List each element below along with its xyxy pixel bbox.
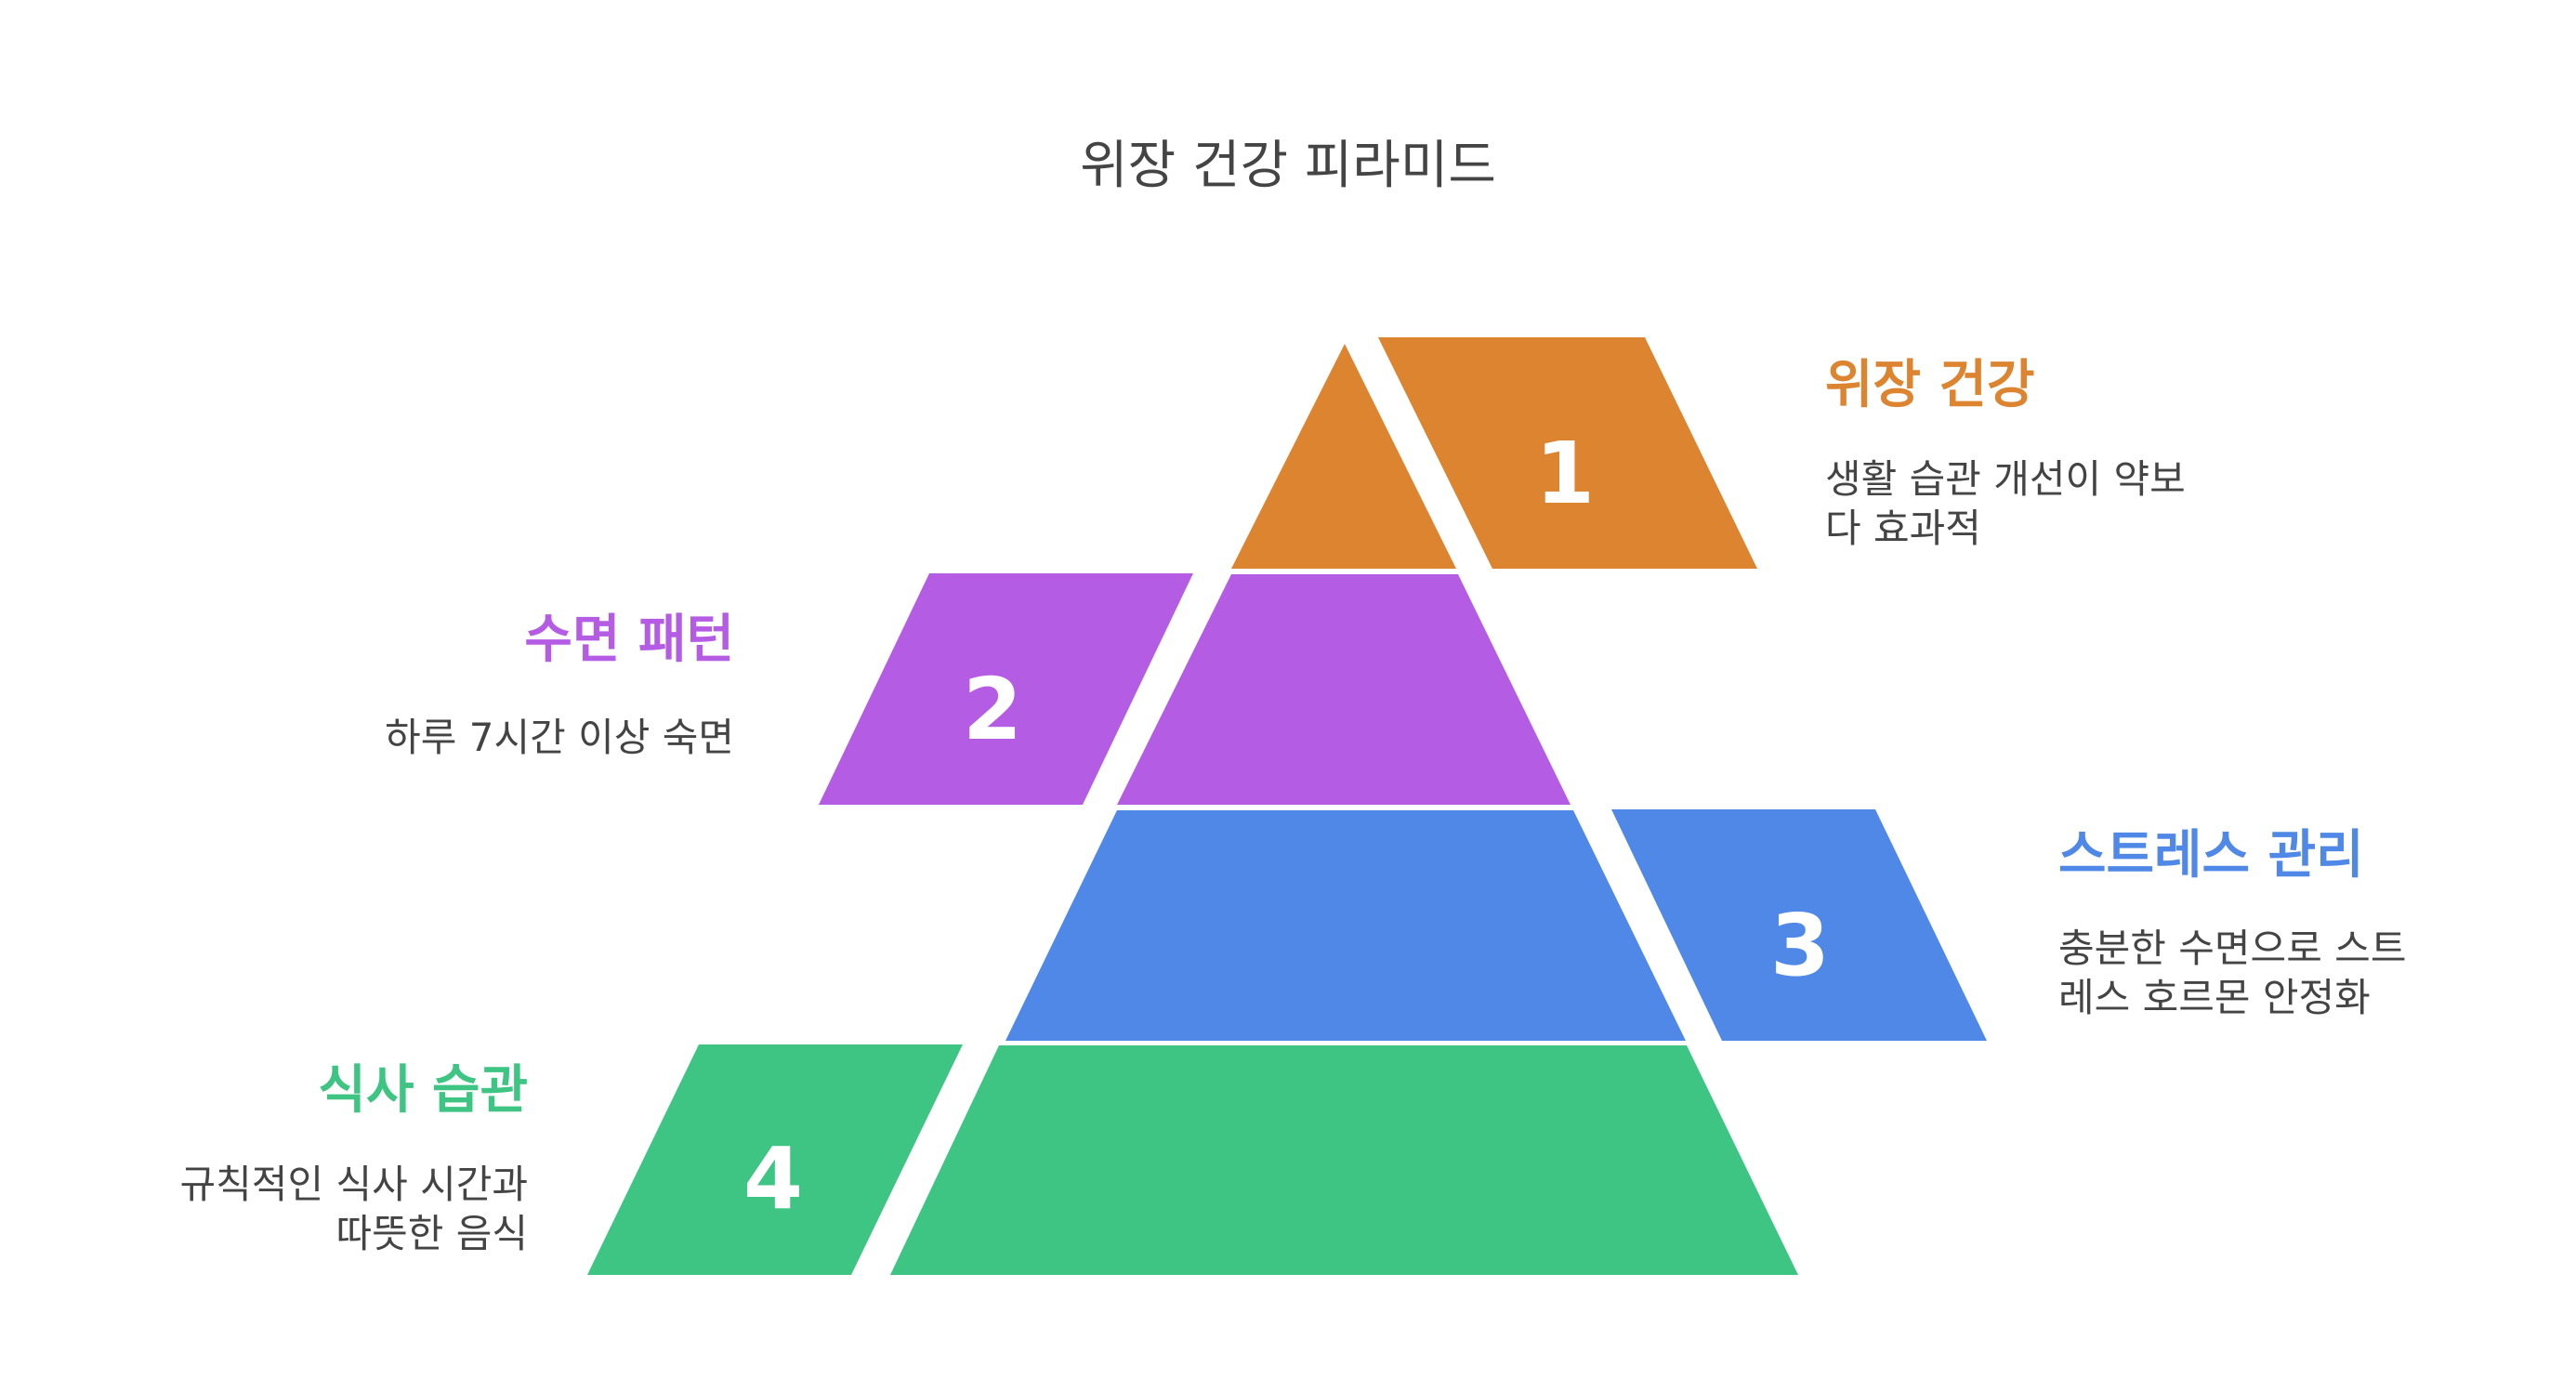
level-4-tab bbox=[587, 1044, 963, 1275]
level-2-number: 2 bbox=[963, 660, 1022, 759]
level-3-description-line-2: 레스 호르몬 안정화 bbox=[2058, 975, 2371, 1020]
level-2-heading: 수면 패턴 bbox=[524, 610, 734, 670]
level-1-tab bbox=[1378, 337, 1757, 569]
level-1-heading: 위장 건강 bbox=[1825, 355, 2035, 415]
diagram-title: 위장 건강 피라미드 bbox=[1080, 136, 1496, 196]
level-3: 3 스트레스 관리 충분한 수면으로 스트 레스 호르몬 안정화 bbox=[1005, 809, 2406, 1041]
level-1: 1 위장 건강 생활 습관 개선이 약보 다 효과적 bbox=[1231, 337, 2186, 569]
level-1-description-line-1: 생활 습관 개선이 약보 bbox=[1825, 456, 2186, 502]
level-4-description-line-1: 규칙적인 식사 시간과 bbox=[180, 1162, 528, 1207]
level-1-number: 1 bbox=[1535, 424, 1595, 523]
level-4-number: 4 bbox=[743, 1129, 803, 1228]
level-2-description-line-1: 하루 7시간 이상 숙면 bbox=[385, 715, 734, 760]
level-4-description-line-2: 따뜻한 음식 bbox=[335, 1211, 528, 1256]
level-2-pyramid-segment bbox=[1117, 574, 1571, 805]
level-2: 2 수면 패턴 하루 7시간 이상 숙면 bbox=[385, 573, 1571, 805]
level-4-pyramid-segment bbox=[890, 1045, 1798, 1275]
level-4: 4 식사 습관 규칙적인 식사 시간과 따뜻한 음식 bbox=[180, 1044, 1798, 1275]
level-1-description-line-2: 다 효과적 bbox=[1825, 506, 1981, 551]
level-3-tab bbox=[1611, 809, 1987, 1041]
level-2-tab bbox=[819, 573, 1193, 805]
level-3-number: 3 bbox=[1770, 896, 1830, 995]
level-4-heading: 식사 습관 bbox=[318, 1060, 528, 1121]
level-3-pyramid-segment bbox=[1005, 810, 1686, 1041]
level-3-heading: 스트레스 관리 bbox=[2058, 825, 2364, 886]
level-1-pyramid-segment bbox=[1231, 344, 1456, 569]
level-3-description-line-1: 충분한 수면으로 스트 bbox=[2058, 926, 2406, 971]
